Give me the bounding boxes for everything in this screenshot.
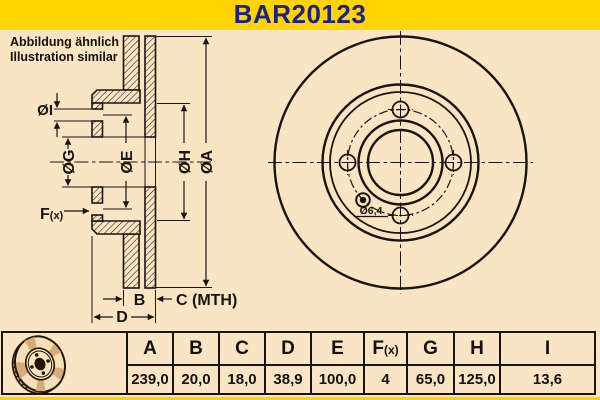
table-value-f: 4 — [381, 371, 390, 388]
table-col-h: H 125,0 — [455, 333, 501, 393]
table-value-h: 125,0 — [458, 371, 496, 388]
table-col-f: F(x) 4 — [365, 333, 408, 393]
brake-disc-illustration — [11, 334, 66, 393]
table-col-i: I 13,6 — [501, 333, 594, 393]
dim-label-d: D — [116, 309, 128, 326]
table-header-i: I — [501, 333, 594, 366]
table-value-a: 239,0 — [131, 371, 169, 388]
table-col-e: E 100,0 — [312, 333, 365, 393]
table-header-d: D — [266, 333, 310, 366]
table-col-c: C 18,0 — [220, 333, 266, 393]
table-value-d: 38,9 — [273, 371, 303, 388]
table-header-a: A — [128, 333, 172, 366]
table-header-e: E — [312, 333, 363, 366]
front-centerlines — [268, 31, 533, 294]
table-header-g: G — [408, 333, 453, 366]
dim-label-i: ØI — [37, 102, 53, 119]
table-header-c: C — [220, 333, 264, 366]
dim-label-b: B — [134, 292, 146, 309]
note-line-english: Illustration similar — [10, 50, 118, 64]
table-col-g: G 65,0 — [408, 333, 455, 393]
table-col-d: D 38,9 — [266, 333, 312, 393]
table-col-b: B 20,0 — [174, 333, 220, 393]
dim-label-f: F(x) — [40, 206, 64, 223]
table-value-c: 18,0 — [227, 371, 257, 388]
dim-label-e: ØE — [119, 150, 136, 173]
dim-label-c-mth: C (MTH) — [176, 292, 237, 309]
dim-label-g: ØG — [61, 150, 78, 175]
technical-drawing: ØA ØH ØE ØG ØI F(x) B C (MTH) D — [37, 31, 533, 326]
table-col-a: A 239,0 — [128, 333, 174, 393]
table-header-b: B — [174, 333, 218, 366]
note-line-german: Abbildung ähnlich — [10, 35, 120, 49]
dim-label-a: ØA — [199, 150, 216, 174]
table-header-f: F(x) — [365, 333, 406, 366]
small-hole-label: Ø6,4 — [360, 205, 383, 217]
table-header-h: H — [455, 333, 499, 366]
table-value-e: 100,0 — [318, 371, 357, 388]
similarity-note: Abbildung ähnlich Illustration similar — [10, 35, 119, 65]
extension-lines — [54, 36, 212, 323]
header-band — [0, 0, 600, 30]
footer-band — [0, 397, 600, 400]
dimension-table: A 239,0 B 20,0 C 18,0 D 38,9 E 100,0 F(x… — [1, 331, 596, 395]
locating-hole — [355, 192, 371, 208]
disc-photo-cell — [3, 333, 128, 393]
dimension-lines — [53, 37, 210, 321]
page-title: BAR20123 — [233, 0, 367, 29]
table-value-b: 20,0 — [181, 371, 211, 388]
table-value-g: 65,0 — [415, 371, 446, 388]
front-view — [268, 31, 533, 294]
table-value-i: 13,6 — [532, 371, 563, 388]
dim-label-h: ØH — [177, 150, 194, 174]
